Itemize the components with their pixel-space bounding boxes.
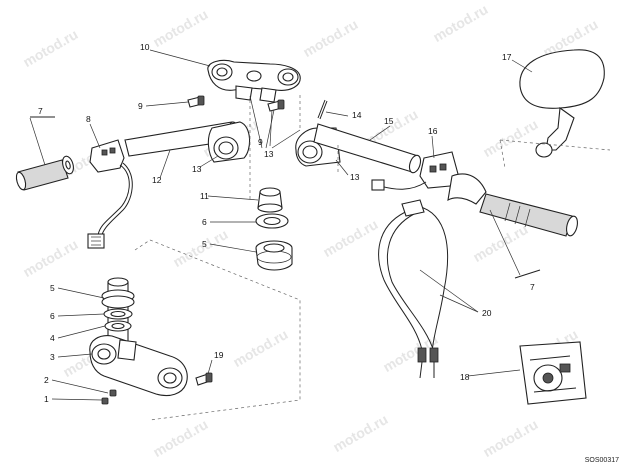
mirror (499, 49, 611, 169)
top-yoke-bolts (187, 95, 301, 200)
top-yoke (207, 59, 301, 103)
callout-5: 5 (50, 283, 55, 293)
callout-13: 13 (350, 172, 360, 182)
callout-4: 4 (50, 333, 55, 343)
right-handlebar (295, 99, 422, 175)
lower-bolts (101, 372, 213, 405)
lower-stem-parts (101, 289, 135, 332)
throttle-cables (378, 199, 449, 379)
callout-labels: 10 9 8 7 12 13 9 13 13 14 15 16 17 11 6 … (38, 42, 535, 404)
bearing-5 (255, 240, 293, 271)
callout-9: 9 (258, 137, 263, 147)
callout-19: 19 (214, 350, 224, 360)
callout-14: 14 (352, 110, 362, 120)
callout-3: 3 (50, 352, 55, 362)
callout-13: 13 (264, 149, 274, 159)
callout-9: 9 (138, 101, 143, 111)
washer-6 (255, 213, 289, 229)
callout-8: 8 (86, 114, 91, 124)
callout-6: 6 (50, 311, 55, 321)
left-handlebar (124, 121, 251, 163)
steering-nut-11 (257, 187, 283, 213)
callout-7: 7 (530, 282, 535, 292)
callout-11: 11 (200, 191, 209, 201)
callout-1: 1 (44, 394, 49, 404)
callout-13: 13 (192, 164, 202, 174)
callout-2: 2 (44, 375, 49, 385)
left-switch-unit (87, 139, 133, 249)
right-grip (479, 193, 578, 279)
drawing-code: SOS00317 (584, 457, 619, 464)
callout-12: 12 (152, 175, 162, 185)
throttle-housing-inset (519, 341, 587, 405)
callout-16: 16 (428, 126, 438, 136)
callout-10: 10 (140, 42, 150, 52)
callout-18: 18 (460, 372, 470, 382)
callout-15: 15 (384, 116, 394, 126)
left-grip (15, 116, 74, 191)
callout-6: 6 (202, 217, 207, 227)
right-switch-unit (371, 151, 487, 205)
leader-lines (51, 49, 533, 401)
callout-17: 17 (502, 52, 512, 62)
callout-5: 5 (202, 239, 207, 249)
callout-20: 20 (482, 308, 492, 318)
callout-7: 7 (38, 106, 43, 116)
